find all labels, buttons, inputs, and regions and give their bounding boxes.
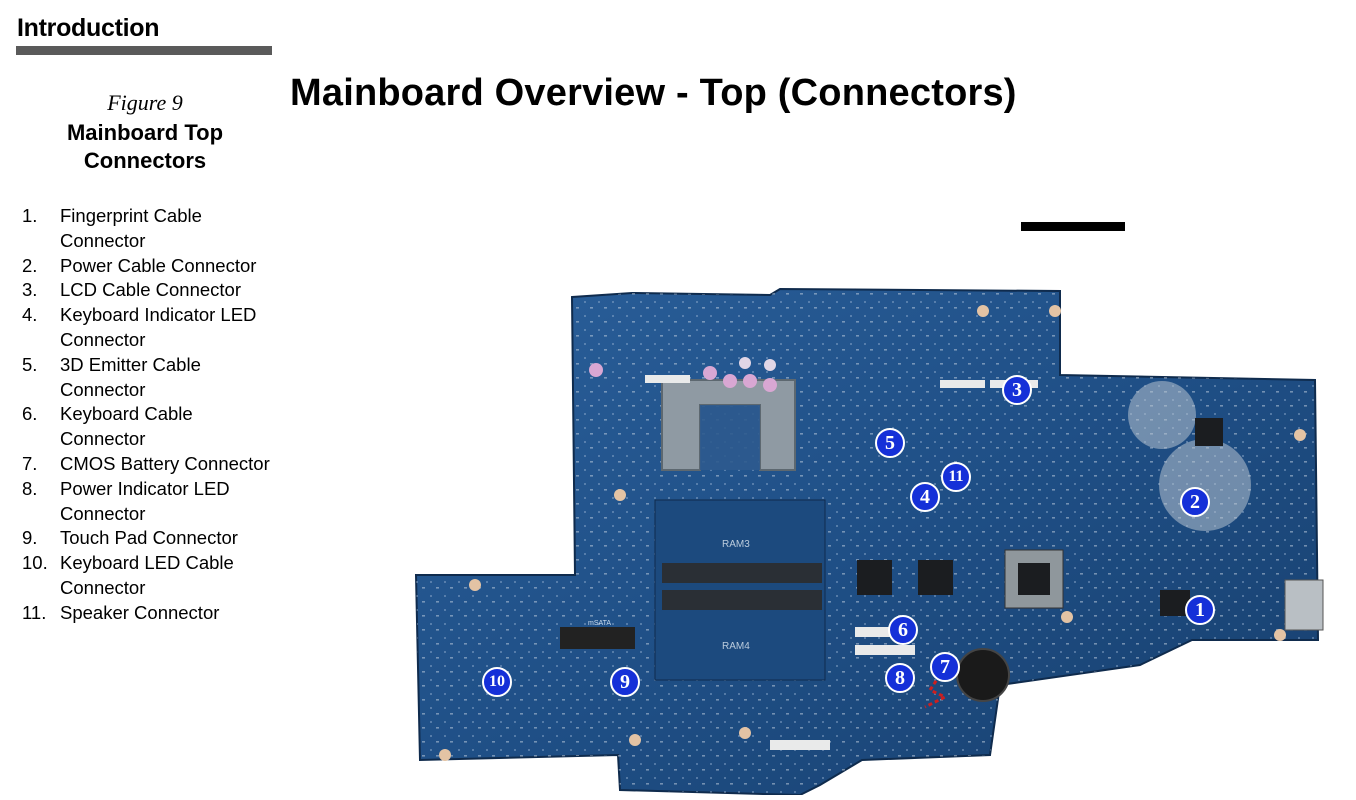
figure-title-line-1: Mainboard Top [66,120,224,145]
legend-item: 6. Keyboard Cable Connector [22,402,272,452]
figure-title-line-2: Connectors [83,148,207,173]
header-bar [1021,222,1125,231]
cmos-battery [956,648,1010,702]
legend-number: 8. [22,477,38,499]
legend-number: 3. [22,279,38,301]
legend-number: 11. [22,601,47,623]
legend-item: 3. LCD Cable Connector [22,278,272,303]
callout-10: 10 [482,667,512,697]
page-title: Mainboard Overview - Top (Connectors) [290,72,1017,114]
legend-text: Speaker Connector [60,601,220,623]
msata-label: mSATA [588,620,611,627]
legend-number: 5. [22,353,38,375]
figure-label: Figure 9 [107,90,183,115]
legend-number: 2. [22,254,38,276]
legend-text: Keyboard LED Cable Connector [60,552,234,598]
connector-legend: 1. Fingerprint Cable Connector 2. Power Ca… [22,204,272,626]
chip [857,560,892,595]
legend-item: 9. Touch Pad Connector [22,526,272,551]
heat-pad [1159,439,1251,531]
callout-5: 5 [875,428,905,458]
legend-text: Power Indicator LED Connector [60,477,230,524]
legend-number: 6. [22,403,38,425]
legend-item: 4. Keyboard Indicator LED Connector [22,303,272,353]
msata-slot [560,627,635,649]
legend-text: LCD Cable Connector [60,279,241,301]
callout-9: 9 [610,667,640,697]
legend-number: 9. [22,527,38,549]
callout-1: 1 [1185,595,1215,625]
legend-number: 1. [22,205,38,226]
callout-8: 8 [885,663,915,693]
chip [1195,418,1223,446]
mainboard-image: RAM3 RAM4 mSATA [400,285,1340,797]
callout-2: 2 [1180,487,1210,517]
legend-text: CMOS Battery Connector [60,452,270,474]
ram3-label: RAM3 [722,539,750,550]
legend-item: 8. Power Indicator LED Connector [22,477,272,527]
legend-text: Keyboard Cable Connector [60,403,193,450]
callout-3: 3 [1002,375,1032,405]
legend-text: 3D Emitter Cable Connector [60,353,201,400]
legend-text: Power Cable Connector [60,254,257,276]
legend-item: 5. 3D Emitter Cable Connector [22,353,272,403]
chip [918,560,953,595]
legend-item: 11. Speaker Connector [22,601,272,626]
callout-6: 6 [888,615,918,645]
callout-4: 4 [910,482,940,512]
mainboard-photo: RAM3 RAM4 mSATA [414,287,1324,797]
heat-pad [1128,381,1196,449]
legend-number: 4. [22,304,38,326]
callout-7: 7 [930,652,960,682]
ram4-label: RAM4 [722,641,750,652]
legend-text: Touch Pad Connector [60,527,238,549]
legend-number: 7. [22,452,38,474]
legend-item: 2. Power Cable Connector [22,254,272,279]
legend-item: 7. CMOS Battery Connector [22,452,272,477]
legend-item: 1. Fingerprint Cable Connector [22,204,272,254]
section-heading: Introduction [17,14,160,42]
callout-11: 11 [941,462,971,492]
figure-title: Mainboard Top Connectors [20,119,270,175]
legend-text: Fingerprint Cable Connector [60,205,202,251]
legend-text: Keyboard Indicator LED Connector [60,304,257,350]
legend-number: 10. [22,552,48,574]
section-divider [16,46,272,55]
legend-item: 10. Keyboard LED Cable Connector [22,551,272,601]
